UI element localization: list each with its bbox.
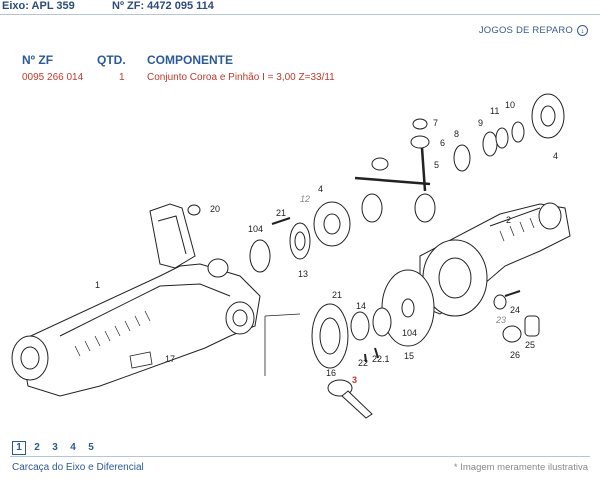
callout-1: 1 [95, 280, 100, 290]
callout-10: 10 [505, 100, 515, 110]
illustrative-note: * Imagem meramente ilustrativa [453, 462, 588, 473]
page-1[interactable]: 1 [12, 441, 26, 455]
callout-12: 12 [300, 194, 310, 204]
callout-20: 20 [210, 204, 220, 214]
callout-26: 26 [510, 350, 520, 360]
frame-line-h [264, 313, 301, 317]
callout-22: 22 [358, 358, 368, 368]
callout-16: 16 [326, 368, 336, 378]
row-component[interactable]: Conjunto Coroa e Pinhão I = 3,00 Z=33/11 [147, 72, 335, 83]
callout-8: 8 [454, 129, 459, 139]
row-qty: 1 [119, 72, 125, 83]
callout-25: 25 [525, 340, 535, 350]
callout-3: 3 [352, 375, 357, 385]
callout-5: 5 [434, 160, 439, 170]
callout-4b: 4 [553, 151, 558, 161]
callout-21a: 21 [276, 208, 286, 218]
footer-divider [10, 456, 590, 457]
callout-23: 23 [495, 315, 506, 325]
callout-21b: 21 [332, 290, 342, 300]
callout-24: 24 [510, 305, 520, 315]
callout-22-1: 22.1 [372, 354, 390, 364]
exploded-view-diagram: 1 2 3 4 4 5 6 7 8 9 10 11 12 13 14 15 16… [11, 93, 571, 419]
col-header-zf: Nº ZF [22, 53, 54, 67]
callout-104b: 104 [402, 328, 417, 338]
callout-17: 17 [165, 354, 175, 364]
page-4[interactable]: 4 [70, 442, 76, 453]
differential-parts [249, 93, 565, 273]
callout-11: 11 [490, 106, 499, 116]
row-zf[interactable]: 0095 266 014 [22, 72, 84, 83]
pagination: 1 2 3 4 5 [12, 441, 98, 455]
repair-kits-label: JOGOS DE REPARO [478, 25, 573, 36]
axle-housing-right [419, 202, 571, 343]
callout-labels: 1 2 3 4 4 5 6 7 8 9 10 11 12 13 14 15 16… [95, 100, 558, 385]
callout-2: 2 [506, 215, 511, 225]
repair-kits-link[interactable]: JOGOS DE REPARO ↓ [479, 25, 588, 36]
axle-model: Eixo: APL 359 [2, 0, 75, 12]
callout-13: 13 [298, 269, 308, 279]
page-5[interactable]: 5 [88, 442, 94, 453]
header-bar: Eixo: APL 359 Nº ZF: 4472 095 114 [0, 0, 600, 15]
col-header-component: COMPONENTE [147, 53, 234, 67]
zf-number: Nº ZF: 4472 095 114 [112, 0, 214, 12]
callout-15: 15 [404, 351, 414, 361]
callout-9: 9 [478, 118, 483, 128]
callout-7: 7 [433, 118, 438, 128]
callout-6: 6 [440, 138, 445, 148]
callout-104a: 104 [248, 224, 263, 234]
page-2[interactable]: 2 [34, 442, 40, 453]
crown-pinion-assembly [311, 269, 435, 419]
axle-housing-left [11, 203, 261, 397]
page-3[interactable]: 3 [52, 442, 58, 453]
section-title: Carcaça do Eixo e Diferencial [12, 462, 144, 473]
callout-14: 14 [356, 301, 366, 311]
arrow-down-circle-icon: ↓ [577, 25, 588, 36]
col-header-qty: QTD. [97, 53, 126, 67]
callout-4a: 4 [318, 184, 323, 194]
